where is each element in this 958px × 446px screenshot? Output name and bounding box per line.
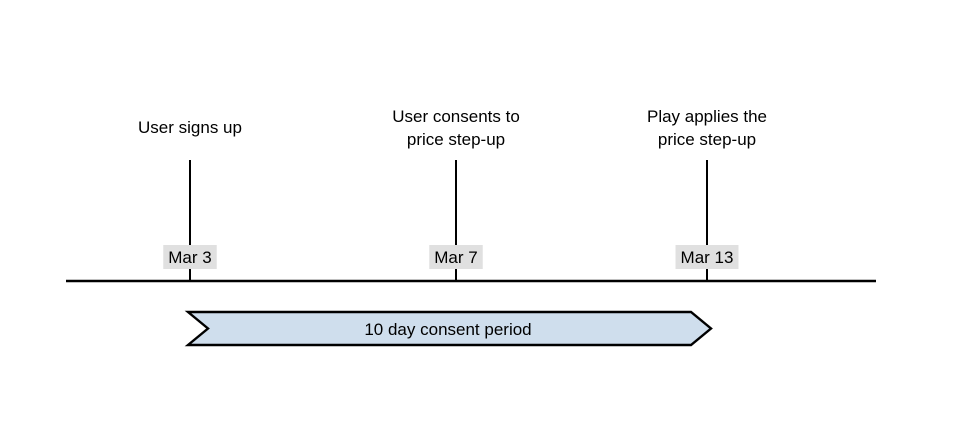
consent-period-arrow-shape [184, 310, 713, 347]
timeline-event-play-applies[interactable]: Play applies the price step-up Mar 13 [647, 107, 767, 281]
event-title-line2: price step-up [407, 130, 505, 149]
date-chip-label: Mar 7 [434, 248, 477, 267]
date-chip-background [163, 245, 217, 269]
event-title-line1: User consents to [392, 107, 520, 126]
timeline-event-user-consents[interactable]: User consents to price step-up Mar 7 [392, 107, 520, 281]
event-title-line1: Play applies the [647, 107, 767, 126]
date-chip-label: Mar 3 [168, 248, 211, 267]
consent-period-banner[interactable]: 10 day consent period [184, 310, 713, 347]
date-chip-background [675, 245, 739, 269]
timeline-event-user-signs-up[interactable]: User signs up Mar 3 [138, 118, 242, 281]
date-chip-background [429, 245, 483, 269]
event-title-line1: User signs up [138, 118, 242, 137]
consent-period-label: 10 day consent period [364, 320, 531, 339]
date-chip-label: Mar 13 [681, 248, 734, 267]
event-title-line2: price step-up [658, 130, 756, 149]
